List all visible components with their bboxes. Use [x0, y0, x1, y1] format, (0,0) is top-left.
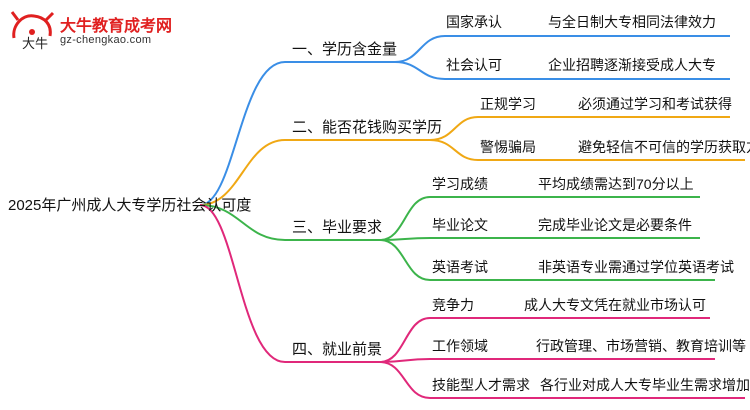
logo-url: gz-chengkao.com — [60, 34, 152, 46]
branch-4-leaf-1-value: 成人大专文凭在就业市场认可 — [524, 297, 706, 313]
branch-2-leaf-1-value: 必须通过学习和考试获得 — [578, 96, 732, 112]
branch-3-curve — [199, 204, 286, 241]
branch-1-label: 一、学历含金量 — [292, 41, 398, 58]
branch-3-leaf-3-key: 英语考试 — [432, 259, 488, 275]
branch-2-connectors — [199, 116, 745, 206]
branch-1-leaf-2-key: 社会认可 — [446, 57, 502, 73]
branch-3-label: 三、毕业要求 — [292, 219, 383, 236]
branch-3-leaf-2-value: 完成毕业论文是必要条件 — [538, 217, 692, 233]
logo-mark-text: 大牛 — [22, 36, 48, 51]
branch-2-leaf-1-curve — [429, 116, 479, 141]
branch-1-leaf-2-value: 企业招聘逐渐接受成人大专 — [548, 57, 716, 73]
branch-3-leaf-1-key: 学习成绩 — [432, 176, 488, 192]
branch-4-leaf-3-value: 各行业对成人大专毕业生需求增加 — [540, 377, 750, 393]
branch-4-curve — [199, 204, 286, 363]
logo-title: 大牛教育成考网 — [60, 18, 173, 35]
site-logo: 大牛 大牛教育成考网 gz-chengkao.com — [8, 8, 183, 54]
branch-2-leaf-2-key: 警惕骗局 — [480, 139, 536, 155]
branch-3-leaf-1-value: 平均成绩需达到70分以上 — [538, 176, 694, 192]
branch-3-leaf-1-curve — [379, 196, 431, 241]
branch-4-leaf-2-key: 工作领域 — [432, 338, 488, 354]
branch-4-leaf-3-key: 技能型人才需求 — [432, 377, 530, 393]
branch-3-leaf-3-curve — [379, 239, 431, 281]
bull-logo-icon: 大牛 — [10, 11, 55, 51]
branch-4-leaf-2-value: 行政管理、市场营销、教育培训等 — [536, 338, 746, 354]
branch-4-leaf-1-curve — [379, 317, 431, 363]
branch-3-leaf-2-key: 毕业论文 — [432, 217, 488, 233]
branch-3-leaf-3-value: 非英语专业需通过学位英语考试 — [538, 259, 734, 275]
branch-2-leaf-2-value: 避免轻信不可信的学历获取方式 — [578, 139, 750, 155]
branch-3-connectors — [199, 196, 715, 281]
branch-1-curve — [199, 61, 286, 206]
branch-2-leaf-1-key: 正规学习 — [480, 96, 536, 112]
branch-4-label: 四、就业前景 — [292, 341, 383, 358]
branch-4-leaf-3-curve — [379, 361, 431, 399]
branch-1-connectors — [199, 35, 730, 206]
branch-2-curve — [199, 139, 286, 206]
branch-1-leaf-1-curve — [394, 35, 446, 63]
branch-4-connectors — [199, 204, 745, 399]
root-node: 2025年广州成人大专学历社会认可度 — [8, 197, 252, 214]
branch-4-leaf-1-key: 竞争力 — [432, 297, 474, 313]
branch-2-leaf-2-curve — [429, 139, 479, 161]
branch-1-leaf-1-key: 国家承认 — [446, 14, 502, 30]
branch-1-leaf-1-value: 与全日制大专相同法律效力 — [548, 14, 716, 30]
branch-1-leaf-2-curve — [394, 61, 446, 80]
branch-2-label: 二、能否花钱购买学历 — [292, 119, 443, 136]
